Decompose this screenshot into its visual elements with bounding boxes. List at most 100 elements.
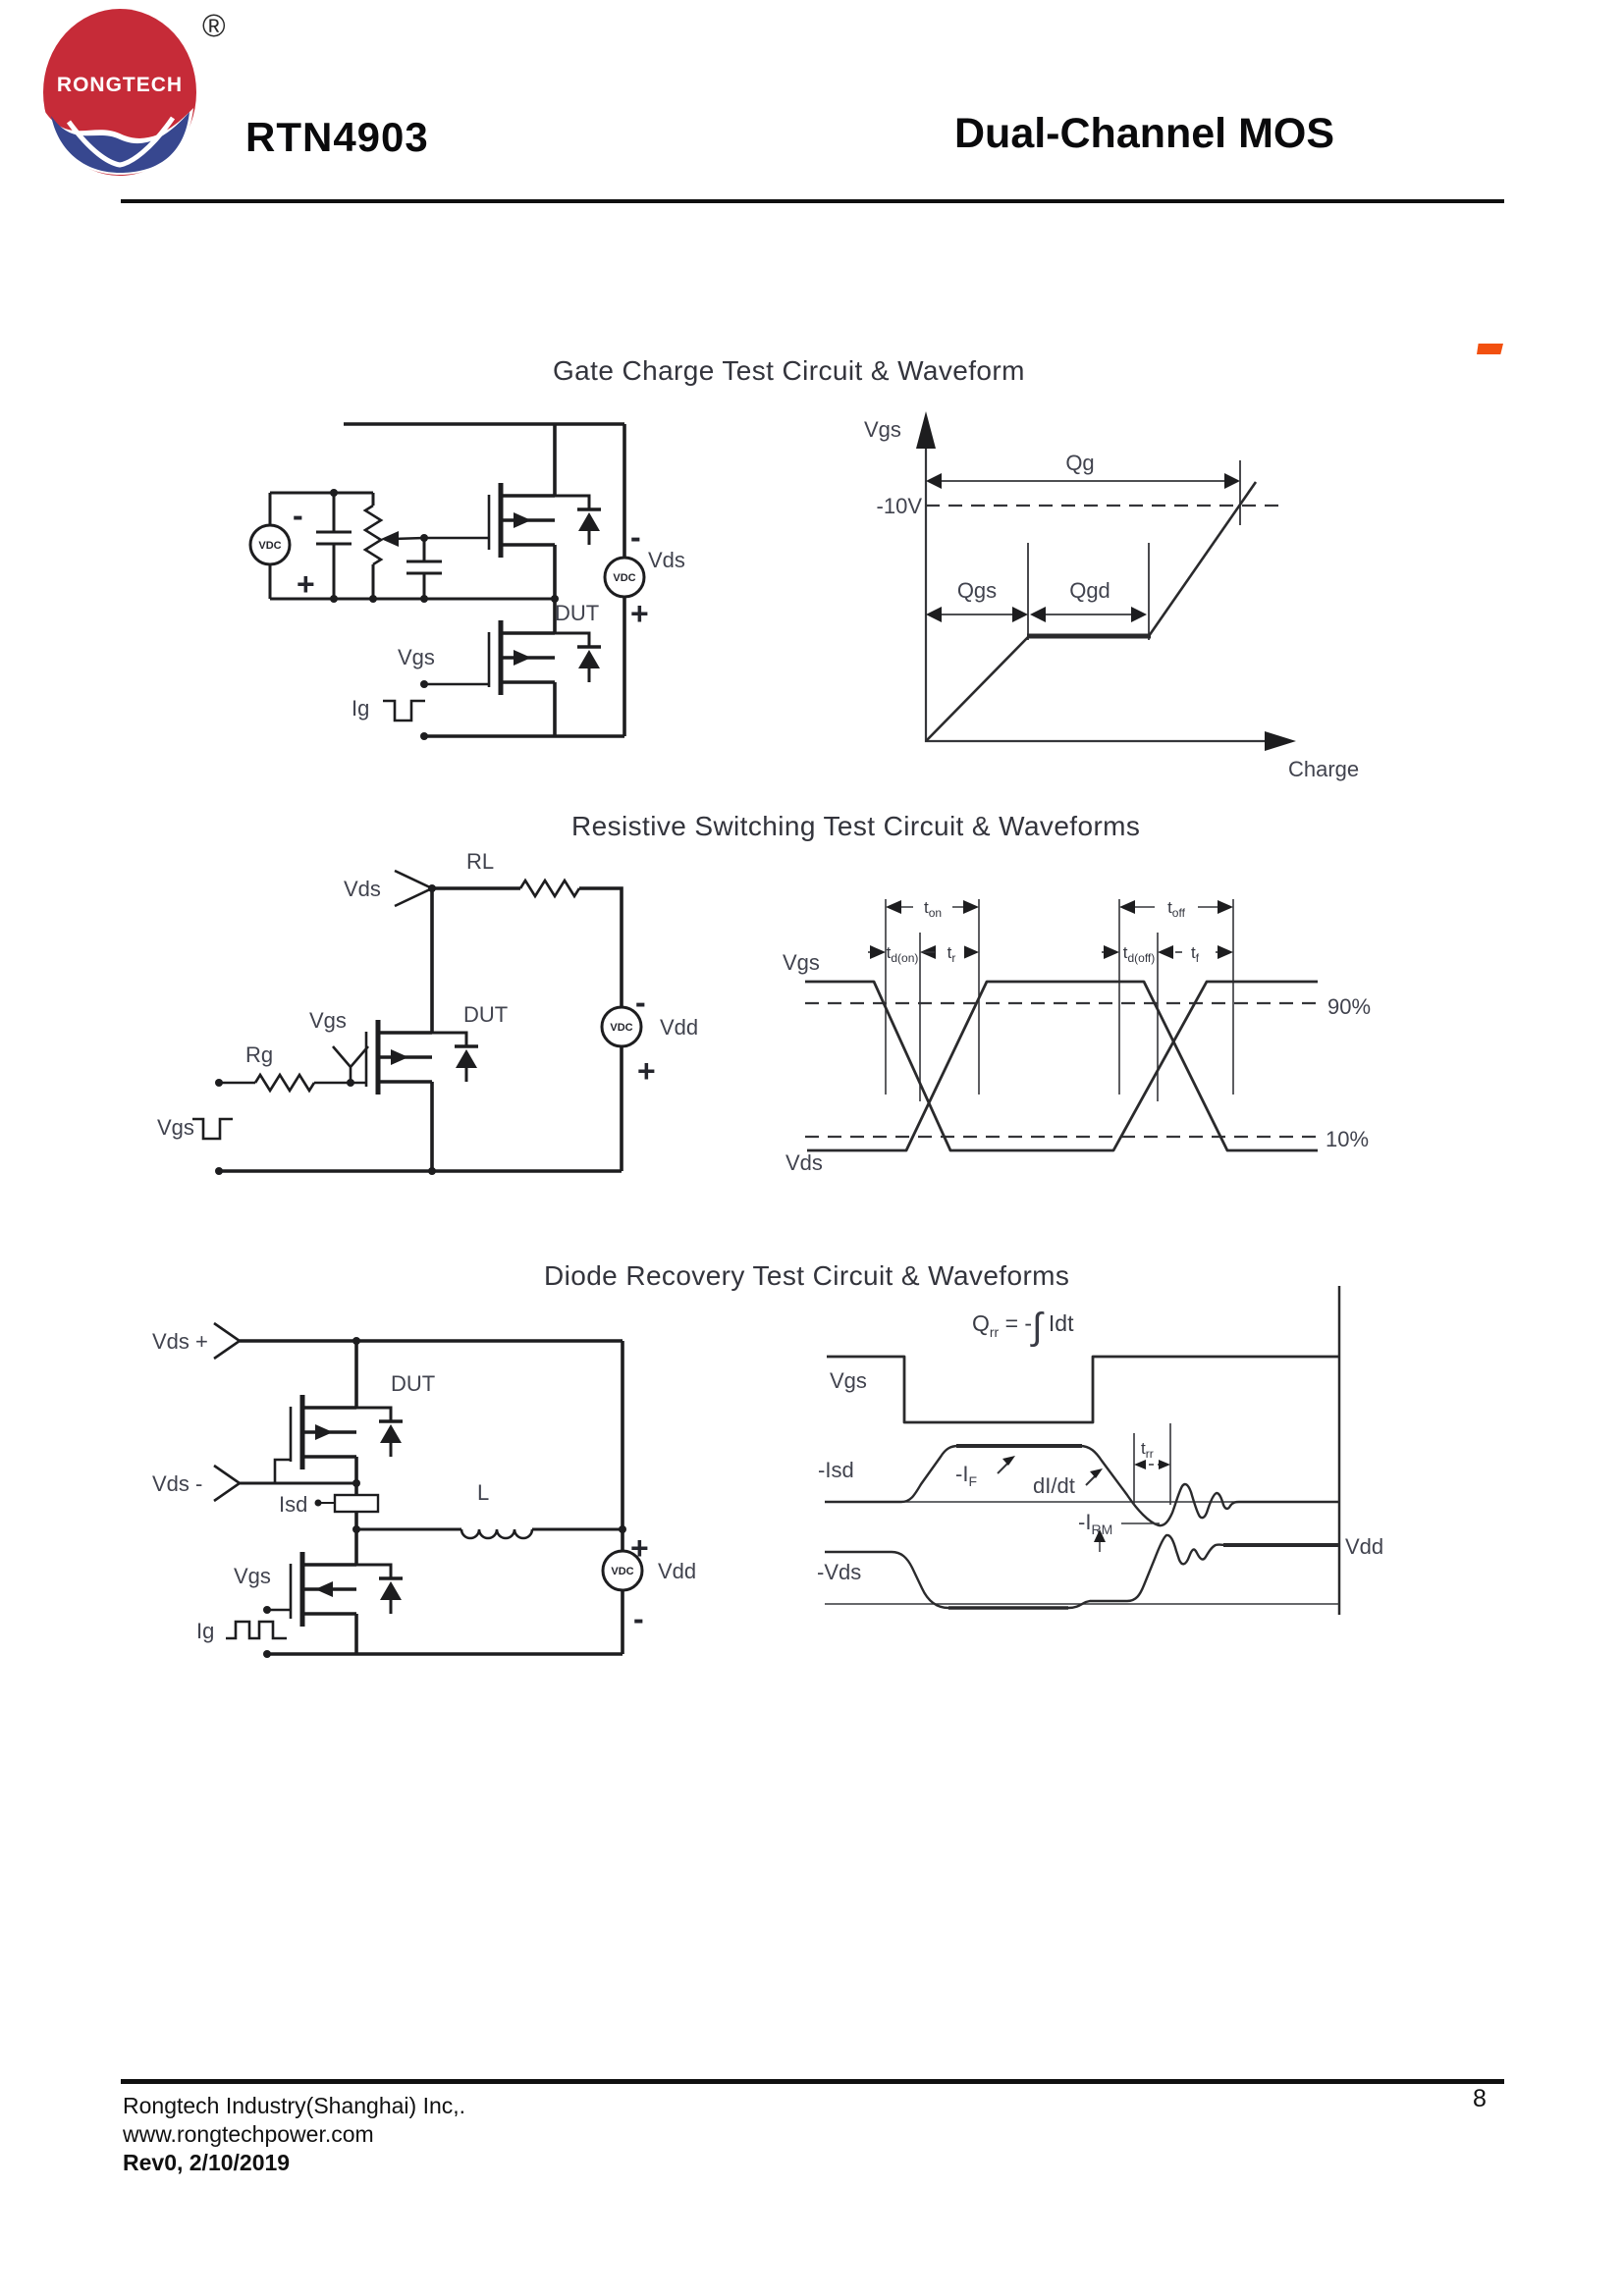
- qg-label: Qg: [1065, 451, 1094, 475]
- plus-sign: +: [630, 1530, 649, 1566]
- vds-label: Vds: [785, 1150, 823, 1175]
- ig-label: Ig: [352, 696, 369, 721]
- vdd-label: Vdd: [658, 1559, 696, 1583]
- minus-sign: -: [630, 519, 641, 555]
- isd-recovery-trace: [1079, 1444, 1339, 1527]
- vgs-curve: [925, 635, 1030, 742]
- dut-label: DUT: [463, 1002, 508, 1027]
- vds-minus-probe-icon: [213, 1464, 243, 1503]
- part-number: RTN4903: [245, 114, 429, 160]
- mosfet-symbol: [489, 620, 601, 695]
- load-resistor: [518, 879, 581, 898]
- vdc-source: [600, 1005, 643, 1048]
- header-rule: [121, 199, 1504, 203]
- vgs-trace: [805, 980, 1318, 1152]
- t-off-label: toff: [1167, 898, 1186, 920]
- qrr-equation: Qrr = -∫ Idt: [972, 1307, 1074, 1348]
- didt-label: dI/dt: [1033, 1473, 1075, 1498]
- x-axis-arrow-icon: [1265, 731, 1296, 751]
- timing-guides: [885, 899, 1234, 1101]
- dut-label: DUT: [391, 1371, 435, 1396]
- resistive-switching-waveform: ton toff td(on) tr td(off) tf Vgs Vds 90…: [783, 894, 1371, 1175]
- isd-trace: [825, 1444, 959, 1504]
- t-d-off-label: td(off): [1123, 943, 1156, 965]
- level-label: -10V: [877, 494, 923, 518]
- if-label: -IF: [955, 1462, 977, 1489]
- vds-label: -Vds: [817, 1560, 861, 1584]
- if-arrowhead-icon: [1002, 1456, 1015, 1466]
- irm-arrowhead-icon: [1094, 1529, 1106, 1542]
- isd-label: Isd: [279, 1492, 307, 1517]
- vds-label: Vds: [648, 548, 685, 572]
- t-d-on-label: td(on): [887, 943, 919, 965]
- vgs-label: Vgs: [783, 950, 820, 975]
- mosfet-symbol: [291, 1395, 403, 1469]
- mosfet-symbol: [489, 483, 601, 558]
- vds-minus-label: Vds -: [152, 1471, 202, 1496]
- vgs-probe-label: Vgs: [309, 1008, 347, 1033]
- rl-label: RL: [466, 849, 494, 874]
- p10-label: 10%: [1326, 1127, 1369, 1151]
- junction-dots: [215, 884, 436, 1175]
- didt-arrowhead-icon: [1090, 1468, 1103, 1478]
- potentiometer: [363, 504, 383, 566]
- dut-label: DUT: [555, 601, 599, 625]
- current-sense-box: [333, 1493, 380, 1514]
- orange-marker: [1477, 344, 1503, 354]
- vdc-source: [601, 1549, 644, 1592]
- trr-label: trr: [1141, 1439, 1154, 1461]
- vdc-source: [248, 523, 292, 566]
- minus-sign: -: [633, 1601, 644, 1636]
- vdd-label: Vdd: [660, 1015, 698, 1040]
- vdd-label: Vdd: [1345, 1534, 1383, 1559]
- rongtech-logo-icon: RONGTECH: [43, 9, 196, 176]
- ig-label: Ig: [196, 1619, 214, 1643]
- vgs-trace: [827, 1355, 1339, 1424]
- vds-trace: [825, 1533, 1226, 1610]
- potentiometer-wiper-arrow-icon: [381, 531, 399, 547]
- section-title-resistive: Resistive Switching Test Circuit & Wavef…: [571, 811, 1141, 841]
- t-on-label: ton: [924, 898, 942, 920]
- qg-dimension: [926, 460, 1241, 525]
- plus-sign: +: [630, 596, 649, 631]
- irm-label: -IRM: [1078, 1510, 1112, 1537]
- inductor: [460, 1527, 534, 1540]
- vds-trace: [807, 980, 1318, 1152]
- footer-rule: [121, 2079, 1504, 2084]
- logo-text: RONGTECH: [57, 74, 183, 96]
- section-title-gate-charge: Gate Charge Test Circuit & Waveform: [553, 355, 1025, 386]
- minus-sign: -: [635, 985, 646, 1020]
- plus-sign: +: [297, 566, 315, 602]
- vgs-label: Vgs: [398, 645, 435, 669]
- vds-probe-icon: [394, 869, 436, 908]
- c2-wires: [219, 869, 623, 1173]
- resistive-switching-circuit-diagram: RL Vds Vgs Rg DUT VDC - Vdd + Vgs: [157, 849, 698, 1175]
- vdc-label: VDC: [611, 1566, 633, 1577]
- footer-revision: Rev0, 2/10/2019: [123, 2150, 291, 2175]
- gate-charge-waveform: Vgs -10V Qg Qgs Qgd Charge: [864, 411, 1359, 781]
- p90-label: 90%: [1327, 994, 1371, 1019]
- inductor-label: L: [477, 1480, 489, 1505]
- y-axis-label: Vgs: [864, 417, 901, 442]
- footer-website: www.rongtechpower.com: [123, 2121, 374, 2147]
- gate-charge-circuit-diagram: VDC VDC - + - Vds + DUT Vgs Ig: [248, 422, 685, 740]
- vgs-label: Vgs: [234, 1564, 271, 1588]
- vds-plus-label: Vds +: [152, 1329, 208, 1354]
- mosfet-symbol: [291, 1552, 403, 1627]
- diode-recovery-waveform: Qrr = -∫ Idt Vgs -Isd -IF dI/dt trr -IRM…: [817, 1286, 1383, 1615]
- gate-pulse-icon: [192, 1117, 233, 1141]
- junction-dots: [330, 489, 559, 740]
- qgd-label: Qgd: [1069, 578, 1110, 603]
- y-axis-arrow-icon: [916, 411, 936, 449]
- mosfet-symbol: [366, 1020, 478, 1095]
- vgs-pulse-label: Vgs: [157, 1115, 194, 1140]
- gate-resistor: [253, 1073, 316, 1093]
- isd-label: -Isd: [818, 1458, 854, 1482]
- registered-mark: ®: [202, 8, 226, 43]
- footer-company: Rongtech Industry(Shanghai) Inc,.: [123, 2093, 466, 2118]
- t-f-label: tf: [1191, 943, 1200, 965]
- vdc-label: VDC: [610, 1022, 632, 1034]
- rg-label: Rg: [245, 1042, 273, 1067]
- minus-sign: -: [293, 498, 303, 533]
- t-r-label: tr: [947, 943, 956, 965]
